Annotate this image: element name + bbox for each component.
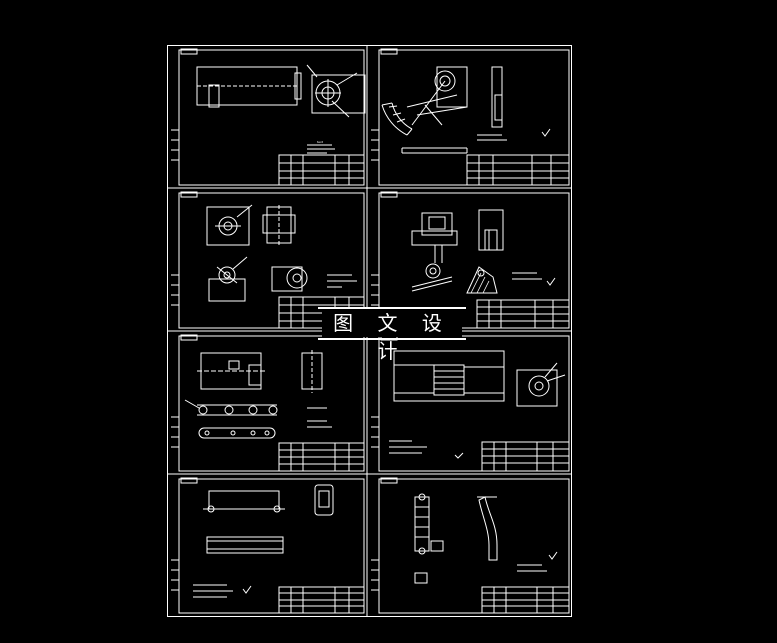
drawing-sheet: text xyxy=(167,45,572,617)
svg-text:text: text xyxy=(317,140,324,144)
panel-3 xyxy=(171,191,365,329)
panel-5 xyxy=(171,334,365,472)
panel-4 xyxy=(371,191,570,329)
panel-8 xyxy=(371,477,570,614)
panel-7 xyxy=(171,477,365,614)
watermark-rule-top xyxy=(318,307,466,309)
watermark-text: 图 文 设 计 xyxy=(322,309,462,363)
panel-2 xyxy=(371,48,570,186)
watermark-rule-bottom xyxy=(318,338,466,340)
panel-6 xyxy=(371,334,570,472)
panel-1: text xyxy=(171,48,366,186)
